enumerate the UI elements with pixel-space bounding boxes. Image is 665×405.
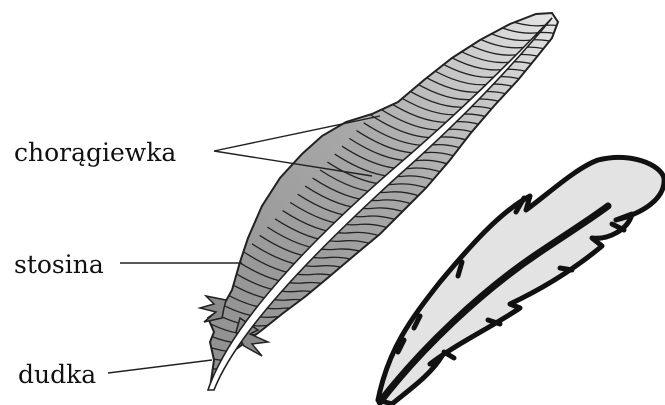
label-vane: chorągiewka [14,140,176,165]
label-shaft: stosina [14,252,104,277]
barb-right [291,300,351,318]
barb-right [236,360,296,378]
barb-right [252,342,312,360]
barb-right [244,351,304,369]
barb-right [275,317,335,335]
barb-right [260,334,320,352]
barb-right [267,325,327,343]
barb-right [228,368,288,386]
barb-right [283,308,343,326]
barb-right [220,377,280,395]
leader-line-quill [108,360,212,373]
label-quill: dudka [18,362,96,387]
